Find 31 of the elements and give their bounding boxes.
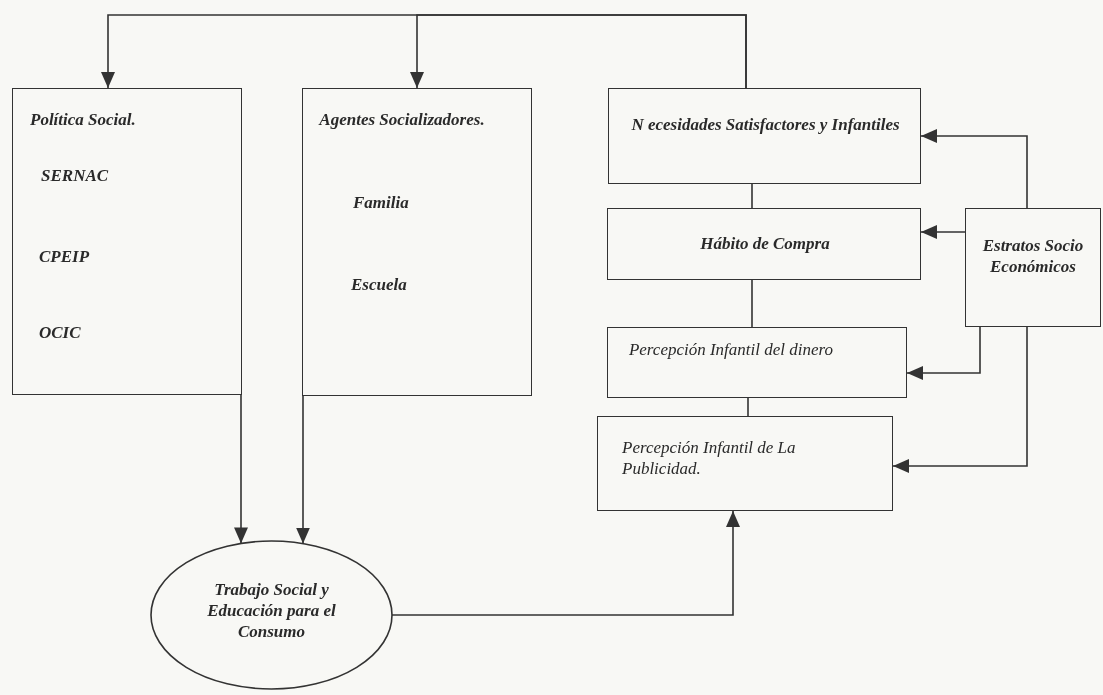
connector-line <box>751 279 753 328</box>
node-heading: Agentes Socializadores. <box>317 109 486 130</box>
arrow <box>920 225 966 239</box>
process-box <box>608 88 921 184</box>
node-item: Escuela <box>351 274 408 295</box>
node-heading: Percepción Infantil del dinero <box>627 339 835 360</box>
node-heading: Percepción Infantil de La Publicidad. <box>622 437 797 479</box>
process-box <box>607 327 907 398</box>
ellipse-node <box>150 540 393 690</box>
node-item: SERNAC <box>41 165 110 186</box>
arrow <box>234 394 248 545</box>
node-item: OCIC <box>39 322 82 343</box>
process-box <box>12 88 242 395</box>
arrow <box>906 326 981 380</box>
node-item: CPEIP <box>39 246 91 267</box>
process-box <box>607 208 921 280</box>
connector-line <box>747 397 749 417</box>
arrow <box>920 129 1028 209</box>
arrow <box>296 395 310 545</box>
node-heading: Hábito de Compra <box>699 233 831 254</box>
node-heading: Trabajo Social y Educación para el Consumo <box>206 579 337 642</box>
node-heading: Política Social. <box>30 109 137 130</box>
node-item: Familia <box>353 192 410 213</box>
arrow <box>410 14 747 89</box>
node-heading: N ecesidades Satisfactores y Infantiles <box>630 114 901 135</box>
process-box <box>302 88 532 396</box>
connector-line <box>751 183 753 209</box>
process-box <box>965 208 1101 327</box>
arrow <box>892 326 1028 473</box>
node-heading: Estratos Socio Económicos <box>981 235 1085 277</box>
process-box <box>597 416 893 511</box>
